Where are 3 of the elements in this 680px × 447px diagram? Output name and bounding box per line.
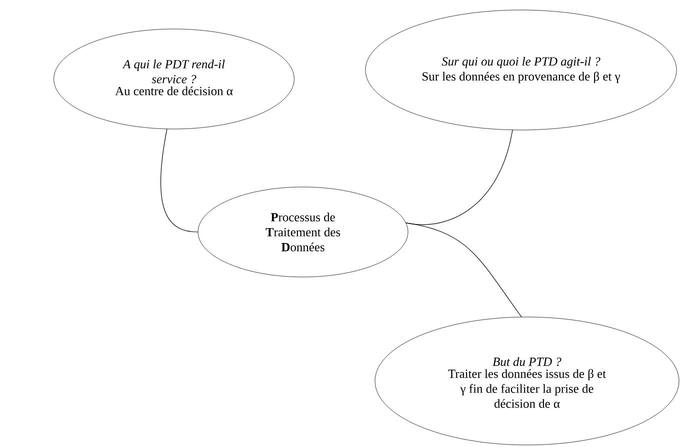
connector-line [406, 222, 522, 318]
connector-line [406, 130, 513, 225]
connector-line [160, 128, 198, 232]
